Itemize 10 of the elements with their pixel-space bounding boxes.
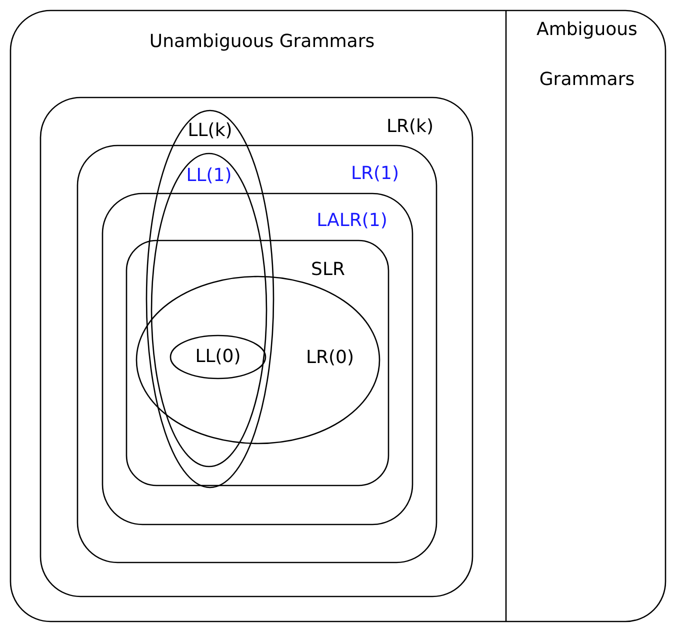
set-label: LALR(1) [316, 209, 388, 233]
set-label: Ambiguous Grammars [536, 18, 638, 92]
set-label: LR(k) [386, 115, 434, 139]
set-label: SLR [311, 258, 345, 282]
set-label: LL(0) [195, 345, 241, 369]
set-label: LR(1) [350, 162, 400, 186]
set-label: LL(k) [188, 119, 232, 143]
set-label: LR(0) [306, 346, 354, 370]
set-label: Unambiguous Grammars [149, 30, 375, 54]
set-label: LL(1) [186, 164, 232, 188]
